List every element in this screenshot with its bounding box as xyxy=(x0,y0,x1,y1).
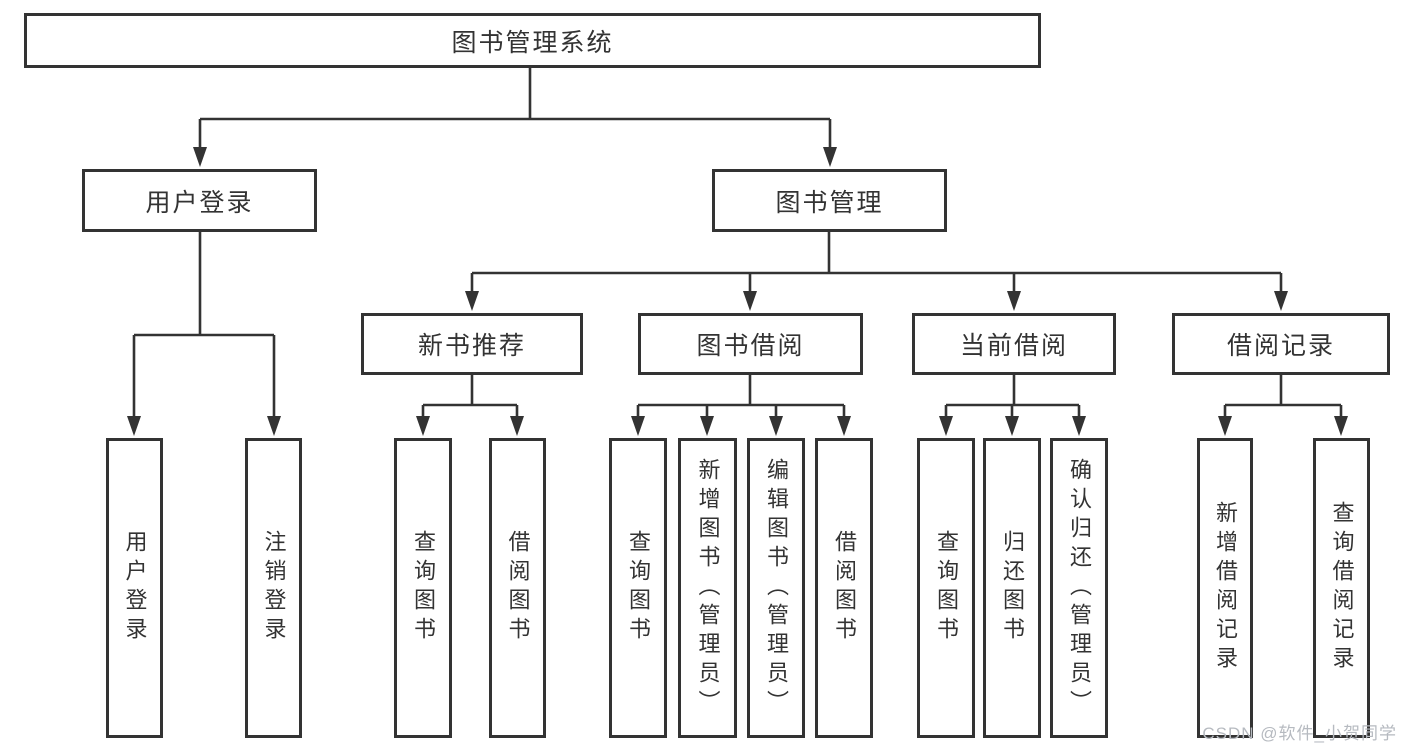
leaf-label: 借阅图书 xyxy=(832,530,857,646)
leaf-label: 新增借阅记录 xyxy=(1213,501,1238,675)
node-leaf-query-book-1: 查询图书 xyxy=(394,438,452,738)
node-borrow-records: 借阅记录 xyxy=(1172,313,1390,375)
connector-root-to-level2 xyxy=(193,68,837,167)
node-leaf-user-login: 用户登录 xyxy=(106,438,163,738)
node-leaf-borrow-book-2: 借阅图书 xyxy=(815,438,873,738)
connector-borrow-to-leaves xyxy=(631,375,851,436)
leaf-label: 查询图书 xyxy=(411,530,436,646)
node-leaf-logout: 注销登录 xyxy=(245,438,302,738)
node-leaf-edit-book-admin: 编辑图书（管理员） xyxy=(747,438,805,738)
node-leaf-query-book-3: 查询图书 xyxy=(917,438,975,738)
leaf-label: 归还图书 xyxy=(1000,530,1025,646)
node-book-management: 图书管理 xyxy=(712,169,947,232)
connector-userlogin-to-leaves xyxy=(127,232,281,436)
node-leaf-add-book-admin: 新增图书（管理员） xyxy=(678,438,737,738)
node-leaf-confirm-return-admin: 确认归还（管理员） xyxy=(1050,438,1108,738)
connector-records-to-leaves xyxy=(1218,375,1348,436)
node-leaf-query-borrow-record: 查询借阅记录 xyxy=(1313,438,1370,738)
leaf-label: 确认归还（管理员） xyxy=(1067,457,1092,719)
leaf-label: 用户登录 xyxy=(122,530,148,646)
node-user-login: 用户登录 xyxy=(82,169,317,232)
node-current-borrow: 当前借阅 xyxy=(912,313,1116,375)
connector-bookmgmt-to-level3 xyxy=(465,232,1288,311)
node-book-borrow: 图书借阅 xyxy=(638,313,863,375)
node-leaf-query-book-2: 查询图书 xyxy=(609,438,667,738)
node-leaf-borrow-book-1: 借阅图书 xyxy=(489,438,546,738)
node-new-book-recommend: 新书推荐 xyxy=(361,313,583,375)
leaf-label: 编辑图书（管理员） xyxy=(764,457,789,719)
node-leaf-return-book: 归还图书 xyxy=(983,438,1041,738)
leaf-label: 注销登录 xyxy=(261,530,287,646)
connector-current-to-leaves xyxy=(939,375,1086,436)
leaf-label: 借阅图书 xyxy=(505,530,531,646)
leaf-label: 新增图书（管理员） xyxy=(695,457,721,719)
connector-newbook-to-leaves xyxy=(416,375,524,436)
leaf-label: 查询图书 xyxy=(934,530,959,646)
node-library-management-system: 图书管理系统 xyxy=(24,13,1041,68)
leaf-label: 查询图书 xyxy=(626,530,651,646)
node-leaf-add-borrow-record: 新增借阅记录 xyxy=(1197,438,1253,738)
leaf-label: 查询借阅记录 xyxy=(1329,501,1355,675)
csdn-watermark: CSDN @软件_小贺同学 xyxy=(1202,724,1397,743)
